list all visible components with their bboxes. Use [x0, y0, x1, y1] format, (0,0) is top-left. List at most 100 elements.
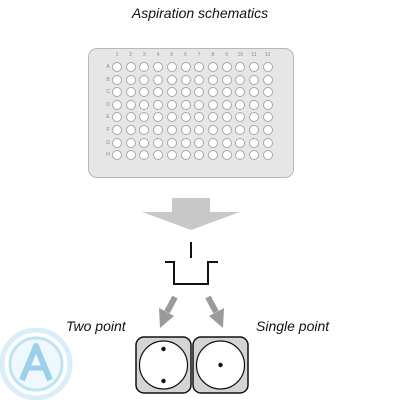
- plate-well: [194, 87, 205, 98]
- plate-well: [235, 74, 246, 85]
- plate-well: [125, 99, 136, 110]
- plate-well: [112, 137, 122, 148]
- plate-column-label: 1: [115, 52, 119, 58]
- plate-row-label: H: [106, 152, 110, 159]
- plate-column-label: 10: [237, 52, 244, 58]
- plate-well: [249, 125, 259, 135]
- plate-well: [194, 137, 205, 148]
- plate-well: [166, 112, 177, 123]
- plate-column-label: 5: [170, 52, 174, 58]
- plate-well: [207, 99, 218, 110]
- single-point-well-icon: [192, 336, 249, 394]
- plate-well: [235, 137, 246, 148]
- plate-well: [194, 99, 205, 110]
- plate-column-label: 9: [225, 52, 228, 58]
- plate-well: [166, 62, 177, 72]
- plate-column-label: 6: [184, 52, 187, 58]
- plate-well: [166, 87, 177, 98]
- single-point-label: Single point: [256, 318, 330, 334]
- plate-well: [194, 74, 205, 85]
- plate-well: [221, 112, 232, 123]
- plate-well: [139, 99, 150, 110]
- plate-column-label: 11: [251, 52, 257, 58]
- plate-well: [112, 62, 122, 72]
- plate-well: [139, 112, 150, 123]
- plate-well: [207, 74, 218, 85]
- plate-well: [112, 150, 122, 161]
- plate-well: [112, 125, 122, 135]
- plate-well: [262, 137, 273, 148]
- plate-well: [262, 99, 273, 110]
- plate-well: [221, 137, 232, 148]
- plate-well: [139, 150, 150, 161]
- plate-well: [112, 87, 122, 98]
- down-arrow-icon: [142, 198, 240, 230]
- plate-well: [262, 87, 273, 98]
- plate-well: [249, 74, 259, 85]
- plate-well: [207, 112, 218, 123]
- plate-well: [180, 62, 191, 72]
- plate-column-label: 3: [143, 52, 146, 58]
- plate-well: [262, 125, 273, 135]
- plate-well: [166, 99, 177, 110]
- plate-well: [139, 137, 150, 148]
- plate-well: [249, 150, 259, 161]
- plate-well: [221, 125, 232, 135]
- plate-well: [235, 99, 246, 110]
- plate-well: [235, 125, 246, 135]
- plate-well: [207, 87, 218, 98]
- plate-well: [153, 62, 164, 72]
- plate-well: [194, 112, 205, 123]
- plate-well: [262, 62, 273, 72]
- plate-column-label: 8: [211, 52, 215, 58]
- plate-well: [166, 74, 177, 85]
- plate-well: [207, 150, 218, 161]
- plate-well: [207, 137, 218, 148]
- plate-well: [112, 74, 122, 85]
- plate-well: [180, 99, 191, 110]
- plate-well: [139, 125, 150, 135]
- plate-well: [194, 125, 205, 135]
- plate-well: [249, 87, 259, 98]
- plate-row-label: C: [106, 89, 110, 96]
- plate-well: [153, 99, 164, 110]
- plate-well: [262, 150, 273, 161]
- plate-column-label: 4: [156, 52, 160, 58]
- plate-well: [235, 150, 246, 161]
- plate-column-label: 2: [129, 52, 133, 58]
- plate-well: [125, 150, 136, 161]
- plate-row-label: G: [106, 139, 110, 146]
- well-cross-section-icon: [165, 261, 218, 285]
- plate-row-label: B: [106, 76, 110, 83]
- plate-well: [166, 150, 177, 161]
- plate-well: [194, 62, 205, 72]
- plate-well: [125, 137, 136, 148]
- plate-well: [221, 99, 232, 110]
- plate-well: [262, 112, 273, 123]
- plate-row-label: F: [106, 127, 110, 133]
- diagram-title: Aspiration schematics: [131, 5, 269, 21]
- plate-well: [112, 112, 122, 123]
- plate-column-label: 7: [197, 52, 201, 58]
- plate-well: [125, 125, 136, 135]
- two-point-well-icon: [135, 336, 192, 394]
- plate-row-label: D: [106, 101, 110, 108]
- plate-well: [180, 150, 191, 161]
- plate-row-label: E: [106, 114, 110, 121]
- plate-well: [249, 137, 259, 148]
- plate-well: [139, 62, 150, 72]
- plate-well: [221, 62, 232, 72]
- plate-column-label: 12: [264, 52, 271, 58]
- plate-well: [221, 87, 232, 98]
- plate-well: [139, 74, 150, 85]
- logo-icon: [0, 328, 73, 400]
- plate-well: [207, 125, 218, 135]
- plate-well: [125, 112, 136, 123]
- plate-well: [153, 137, 164, 148]
- plate-well: [262, 74, 273, 85]
- plate-well: [180, 137, 191, 148]
- plate-row-label: A: [106, 64, 110, 70]
- plate-well: [194, 150, 205, 161]
